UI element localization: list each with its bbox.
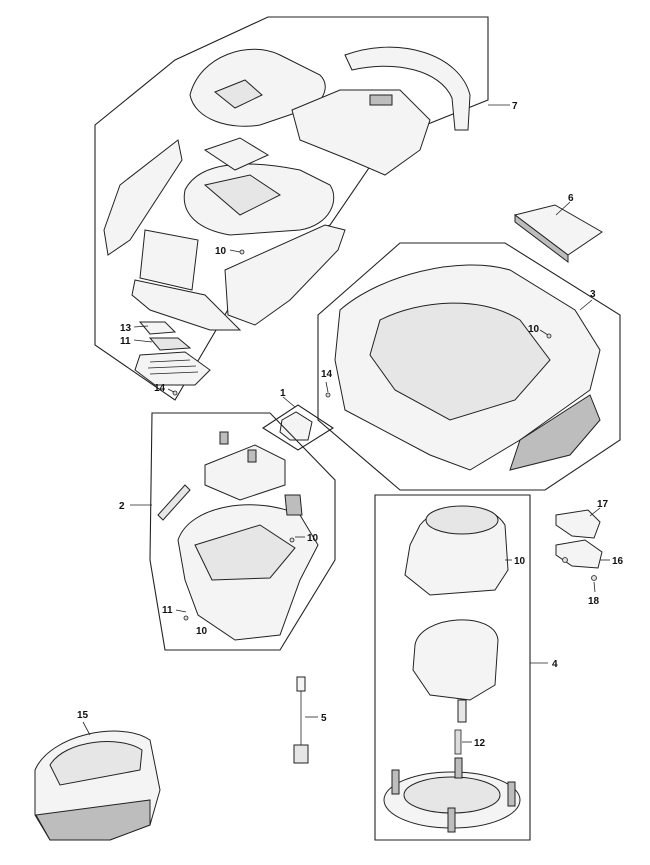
warning-label [369, 94, 393, 106]
skid-plate-17 [555, 509, 601, 539]
cover-group-7 [94, 16, 510, 401]
leader-1 [282, 396, 296, 408]
connector-b [247, 449, 257, 463]
grille-slots [147, 359, 199, 375]
leader-3 [579, 299, 593, 311]
chassis-group-3 [317, 242, 621, 491]
callout-11-housing: 11 [162, 605, 173, 616]
screw-18 [591, 575, 597, 581]
front-cover-shell [224, 224, 346, 326]
group-2-frame [149, 412, 336, 651]
cable-connector [293, 744, 309, 764]
callout-17: 17 [597, 499, 609, 510]
cable-bundle [157, 484, 191, 521]
bracket-1 [279, 411, 313, 441]
skid-plate-16 [555, 539, 603, 569]
callout-10-motor: 10 [514, 556, 526, 567]
leader-6 [555, 201, 571, 216]
part-1-group [261, 396, 335, 451]
chassis-inner-deck [369, 302, 551, 421]
motor-cover-top [425, 505, 499, 535]
base-post-4 [454, 757, 463, 779]
ventilation-grille [134, 351, 211, 386]
group-3-frame [317, 242, 621, 491]
leader-13 [133, 325, 149, 328]
callout-14-top: 14 [154, 383, 166, 394]
leader-18 [593, 581, 596, 593]
screw-14-chassis [325, 392, 331, 398]
callout-16: 16 [612, 556, 624, 567]
parts-16-17-18 [555, 507, 610, 593]
callout-4: 4 [552, 659, 558, 670]
mower-skirt [35, 799, 151, 841]
callout-1: 1 [280, 388, 286, 399]
callout-14-chassis: 14 [321, 369, 333, 380]
group-4-frame [374, 494, 531, 841]
top-cover-shell [189, 48, 326, 127]
fuse-holder [284, 494, 303, 516]
leader-10-top [229, 249, 241, 253]
housing-group-2 [130, 412, 336, 651]
screw-16-side [562, 557, 568, 563]
rear-cover [291, 89, 431, 176]
callout-3: 3 [590, 289, 596, 300]
leader-11-housing [175, 609, 187, 613]
screw-10-chassis [546, 333, 552, 339]
callout-6: 6 [568, 193, 574, 204]
front-panel [139, 229, 199, 291]
leader-11-top [133, 339, 153, 343]
battery-pad-base [514, 213, 569, 264]
part-15-group [34, 721, 161, 841]
chassis-skirt [509, 394, 601, 471]
motor-stator [412, 619, 499, 701]
screw-10-housing-b [183, 615, 189, 621]
leader-15 [82, 721, 91, 736]
leader-14-chassis [325, 381, 329, 393]
control-board [204, 444, 286, 501]
connector-a [219, 431, 229, 445]
left-side-panel [103, 139, 183, 256]
front-bumper-strip [131, 279, 242, 331]
leader-14-top [167, 388, 175, 393]
callout-13: 13 [120, 323, 132, 334]
leader-17 [589, 507, 601, 517]
callout-7: 7 [512, 101, 518, 112]
screw-10-housing [289, 537, 295, 543]
housing-inner [194, 524, 296, 581]
motor-group-4 [374, 494, 548, 841]
seal-11 [148, 337, 192, 351]
callout-10-housing-bottom: 10 [196, 626, 208, 637]
cable-plug [296, 676, 306, 692]
callout-5: 5 [321, 713, 327, 724]
bolt-12 [454, 729, 462, 755]
part-6-group [513, 201, 603, 264]
group-1-frame [261, 404, 335, 451]
screw-10-top [239, 249, 245, 255]
base-post-1 [391, 769, 400, 795]
callout-11-top: 11 [120, 336, 131, 347]
callout-15: 15 [77, 710, 89, 721]
filter-cover-13 [138, 321, 177, 335]
cover-display-window [214, 79, 263, 109]
callout-18: 18 [588, 596, 600, 607]
inner-frame-window [203, 174, 281, 216]
callout-10-chassis: 10 [528, 324, 540, 335]
callout-10-housing: 10 [307, 533, 319, 544]
callout-2: 2 [119, 501, 125, 512]
display-lens [203, 137, 270, 171]
callout-labels: 7 6 3 10 10 13 11 14 14 1 2 10 11 10 17 … [77, 101, 624, 749]
rear-bumper-strip [344, 46, 471, 131]
base-post-3 [447, 807, 456, 833]
callout-10-top: 10 [215, 246, 227, 257]
motor-shaft [457, 699, 467, 723]
callout-12: 12 [474, 738, 486, 749]
part-5-group [293, 676, 318, 764]
leader-10-chassis [539, 329, 549, 336]
mower-top [49, 741, 143, 786]
base-post-2 [507, 781, 516, 807]
